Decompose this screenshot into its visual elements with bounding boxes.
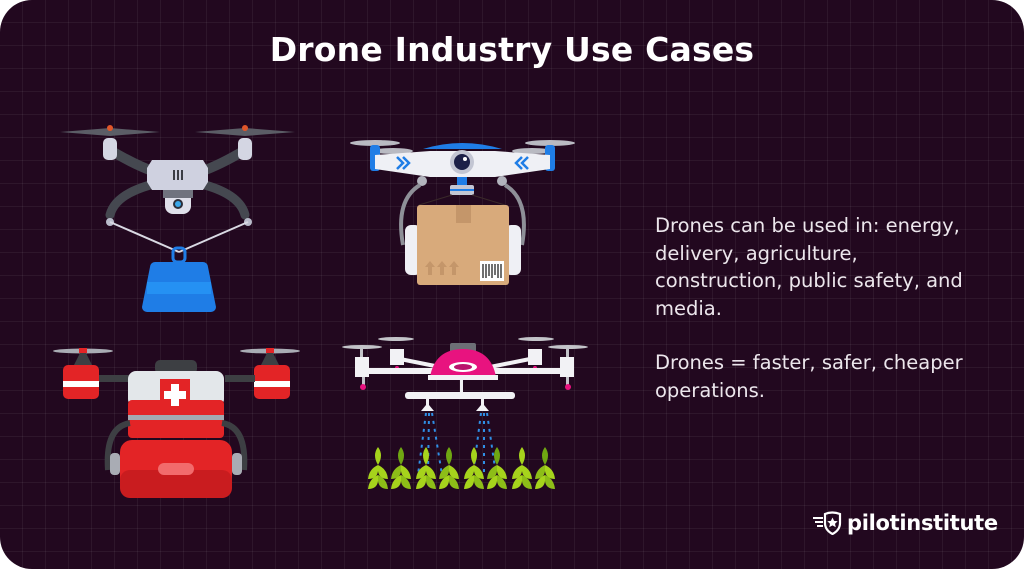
- logo-text: pilotinstitute: [847, 511, 998, 535]
- crop-plants: [368, 447, 555, 489]
- propeller-icon: [60, 125, 295, 136]
- drone-carrying-package-illustration: [350, 140, 575, 285]
- description-text: Drones can be used in: energy, delivery,…: [655, 212, 975, 404]
- pilot-institute-logo: pilotinstitute: [813, 511, 998, 535]
- page-title: Drone Industry Use Cases: [269, 30, 755, 69]
- drone-carrying-bag-illustration: [60, 125, 295, 312]
- agriculture-spraying-drone-illustration: [342, 337, 588, 489]
- medical-drone-illustration: [53, 348, 300, 498]
- shield-star-wing-icon: [813, 511, 842, 535]
- propeller-icon: [53, 348, 300, 354]
- use-cases-paragraph: Drones can be used in: energy, delivery,…: [655, 214, 963, 320]
- propeller-icon: [350, 140, 575, 154]
- water-spray: [417, 412, 497, 476]
- benefits-paragraph: Drones = faster, safer, cheaper operatio…: [655, 351, 963, 402]
